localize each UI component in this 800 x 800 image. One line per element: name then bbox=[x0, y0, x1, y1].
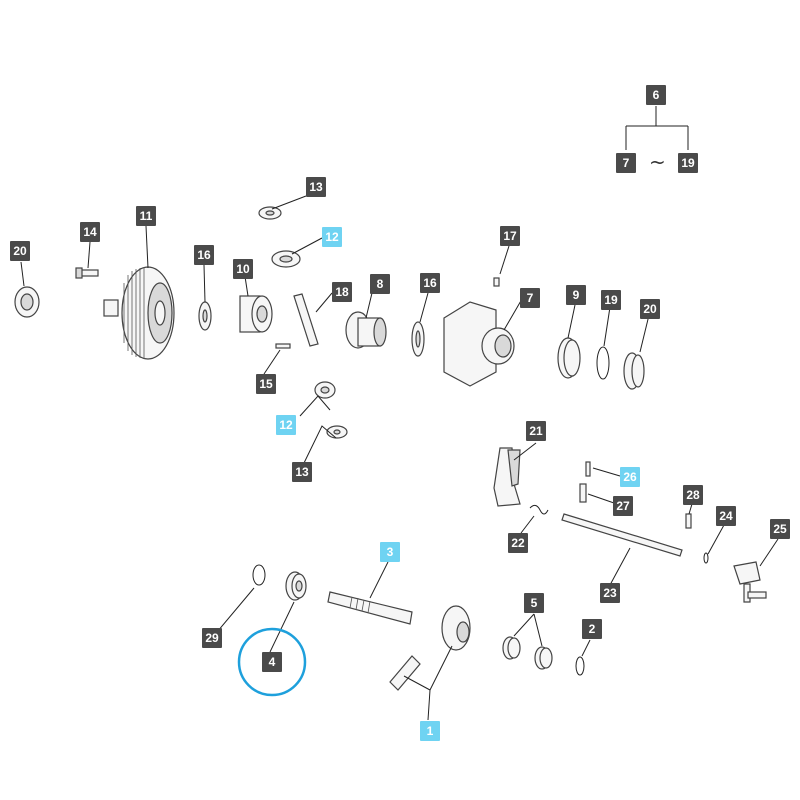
callout-14: 14 bbox=[80, 222, 100, 242]
callout-7: 7 bbox=[520, 288, 540, 308]
highlight-circle bbox=[237, 627, 307, 697]
part-23-shift-rod bbox=[561, 513, 683, 557]
callout-2: 2 bbox=[582, 619, 602, 639]
callout-28: 28 bbox=[683, 485, 703, 505]
callout-11: 11 bbox=[136, 206, 156, 226]
part-24-clip bbox=[703, 552, 709, 564]
callout-16-left: 16 bbox=[194, 245, 214, 265]
callout-3: 3 bbox=[380, 542, 400, 562]
callout-19-range-end: 19 bbox=[678, 153, 698, 173]
part-14-bolt bbox=[75, 267, 99, 279]
part-11-gear bbox=[103, 266, 175, 360]
part-22-spring bbox=[529, 504, 549, 515]
part-12-bevel-gear-top bbox=[271, 250, 301, 268]
callout-10: 10 bbox=[233, 259, 253, 279]
part-5-bearing-right bbox=[534, 646, 553, 670]
part-18-pinion-shaft bbox=[293, 293, 319, 347]
part-8-side-gear bbox=[345, 311, 387, 349]
part-7-differential-housing bbox=[443, 301, 515, 387]
part-16-washer-left bbox=[198, 301, 212, 331]
callout-4: 4 bbox=[262, 652, 282, 672]
callout-17: 17 bbox=[500, 226, 520, 246]
callout-12-top: 12 bbox=[322, 227, 342, 247]
part-28-pin bbox=[685, 513, 692, 529]
part-2-snap-ring bbox=[575, 656, 585, 676]
range-separator: ~ bbox=[649, 150, 666, 174]
part-15-pin bbox=[275, 343, 291, 349]
callout-18: 18 bbox=[332, 282, 352, 302]
callout-22: 22 bbox=[508, 533, 528, 553]
callout-24: 24 bbox=[716, 506, 736, 526]
callout-9: 9 bbox=[566, 285, 586, 305]
part-4-bearing bbox=[285, 571, 307, 601]
part-3-shaft bbox=[327, 591, 413, 625]
part-9-ring bbox=[557, 337, 581, 379]
part-17-pin bbox=[493, 277, 500, 287]
callout-12-bottom: 12 bbox=[276, 415, 296, 435]
callout-13-top: 13 bbox=[306, 177, 326, 197]
part-29-snap-ring bbox=[252, 564, 266, 586]
callout-8: 8 bbox=[370, 274, 390, 294]
range-bracket bbox=[625, 106, 689, 150]
callout-21: 21 bbox=[526, 421, 546, 441]
part-20-left-seal bbox=[14, 286, 40, 318]
callout-1: 1 bbox=[420, 721, 440, 741]
callout-27: 27 bbox=[613, 496, 633, 516]
part-16-washer-right bbox=[411, 321, 425, 357]
part-20-right-bearing bbox=[623, 352, 645, 390]
part-26-pin bbox=[585, 461, 591, 477]
leader-lines bbox=[20, 195, 779, 721]
callout-29: 29 bbox=[202, 628, 222, 648]
callout-20-left: 20 bbox=[10, 241, 30, 261]
callout-13-bottom: 13 bbox=[292, 462, 312, 482]
callout-5: 5 bbox=[524, 593, 544, 613]
callout-25: 25 bbox=[770, 519, 790, 539]
callout-26: 26 bbox=[620, 467, 640, 487]
callout-19: 19 bbox=[601, 290, 621, 310]
part-5-bearing-left bbox=[502, 636, 521, 660]
callout-6: 6 bbox=[646, 85, 666, 105]
part-19-snap-ring bbox=[596, 346, 610, 380]
callout-20-right: 20 bbox=[640, 299, 660, 319]
part-27-pin bbox=[579, 483, 587, 503]
callout-7-range-start: 7 bbox=[616, 153, 636, 173]
part-1-pinion bbox=[389, 605, 471, 691]
callout-16-right: 16 bbox=[420, 273, 440, 293]
callout-23: 23 bbox=[600, 583, 620, 603]
part-12-bevel-gear-bottom bbox=[314, 381, 336, 399]
part-21-shift-fork bbox=[493, 447, 521, 507]
part-13-washer-bottom bbox=[326, 425, 348, 439]
callout-15: 15 bbox=[256, 374, 276, 394]
part-13-washer-top bbox=[258, 206, 282, 220]
part-10-sleeve bbox=[239, 295, 273, 333]
part-25-shift-lever bbox=[733, 561, 767, 603]
